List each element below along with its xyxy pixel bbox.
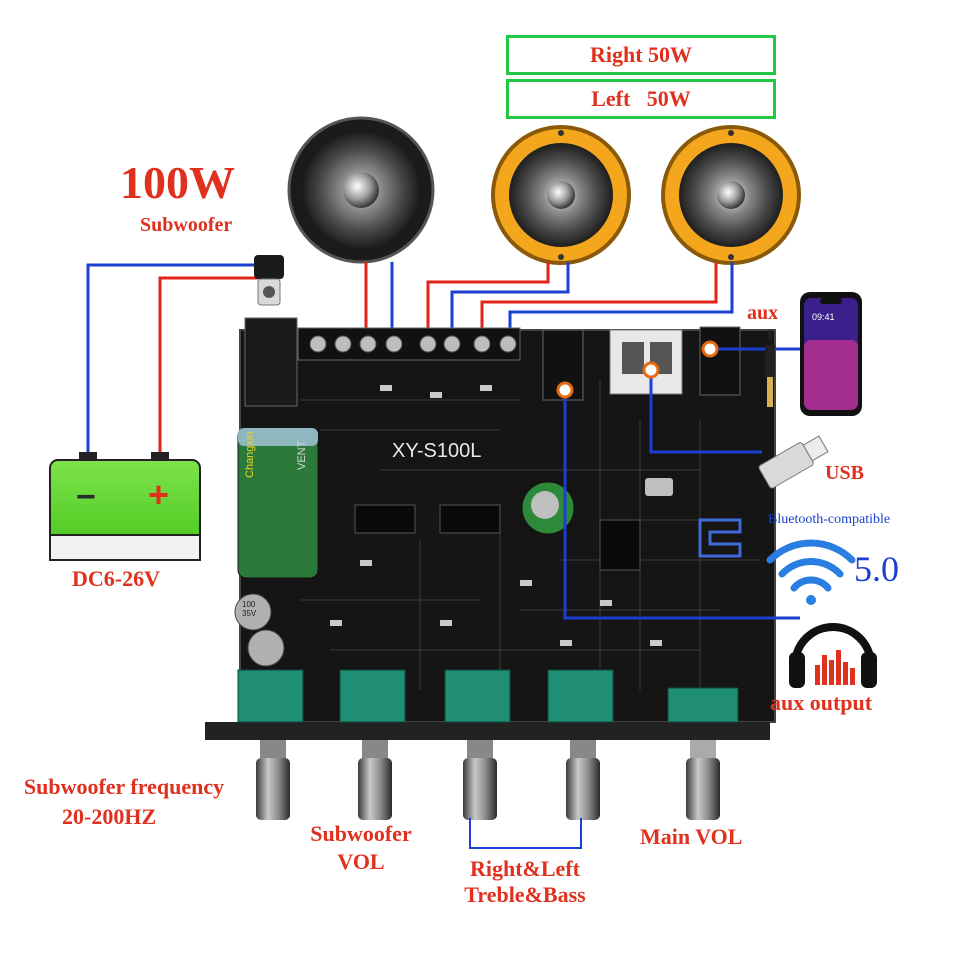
left-speaker: [661, 125, 801, 265]
capacitor-brand: Changxin: [244, 431, 256, 478]
right-power-label: Right 50W: [589, 42, 693, 67]
power-wires: [86, 263, 258, 458]
subwoofer-vol-label: Subwoofer VOL: [296, 820, 426, 876]
phone-icon: [800, 292, 862, 416]
dc-plug: [254, 255, 284, 306]
tone-label: Right&Left Treble&Bass: [440, 856, 610, 908]
subwoofer-frequency-line1: Subwoofer frequency: [23, 774, 225, 799]
tone-line1: Right&Left: [470, 856, 580, 881]
subwoofer-frequency-label: Subwoofer frequency 20-200HZ: [4, 772, 244, 832]
aux-output-label: aux output: [770, 690, 873, 715]
left-power-label: Left 50W: [591, 86, 691, 111]
knobs: [256, 740, 720, 820]
tone-line2: Treble&Bass: [464, 882, 586, 907]
bluetooth-version: 5.0: [854, 549, 899, 589]
subwoofer-label: Subwoofer: [140, 214, 233, 236]
small-cap-text: 100 35V: [242, 600, 257, 618]
aux-input-label: aux: [747, 302, 779, 324]
headphones-icon: [789, 623, 877, 688]
voltage-label: DC6-26V: [72, 566, 160, 591]
usb-stick-icon: [758, 435, 829, 489]
speaker-wires: [364, 262, 734, 330]
left-power-box: Left 50W: [506, 79, 776, 119]
aux-cable-icon: [765, 330, 775, 407]
battery-minus: −: [76, 478, 96, 516]
capacitor-text: VENT: [296, 440, 308, 470]
right-power-box: Right 50W: [506, 35, 776, 75]
board-model: XY-S100L: [392, 440, 482, 462]
battery-plus: +: [148, 474, 170, 515]
subwoofer-frequency-line2: 20-200HZ: [62, 804, 157, 829]
subwoofer-vol-line2: VOL: [337, 849, 385, 874]
signal-wires: [563, 347, 800, 620]
main-vol-label: Main VOL: [640, 824, 743, 849]
subwoofer-speaker: [287, 116, 435, 264]
phone-time: 09:41: [812, 312, 835, 322]
pcb-board: [234, 317, 776, 723]
tone-bracket: [469, 818, 582, 849]
pots: [205, 669, 770, 740]
subwoofer-power: 100W: [120, 157, 235, 208]
signal-dots: [556, 340, 719, 399]
bluetooth-label: Bluetooth-compatible: [768, 512, 891, 527]
subwoofer-vol-line1: Subwoofer: [310, 821, 412, 846]
right-speaker: [491, 125, 631, 265]
wireless-icon: [766, 539, 856, 605]
usb-label: USB: [825, 462, 864, 484]
battery: [49, 452, 201, 561]
